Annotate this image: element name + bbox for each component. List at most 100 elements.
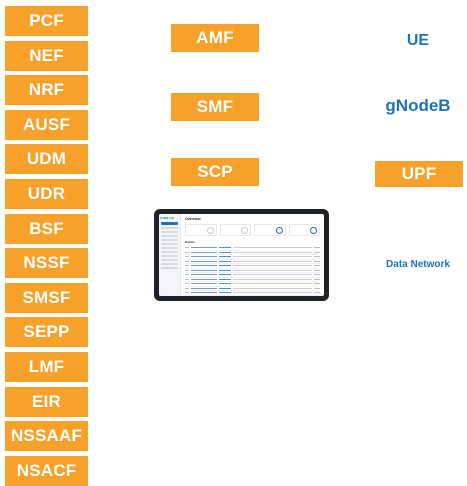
- table-cell: [219, 278, 231, 280]
- stat-card: [185, 224, 217, 236]
- table-cell: [191, 251, 217, 253]
- nf-smf: SMF: [171, 93, 259, 121]
- table-row: [185, 291, 320, 296]
- sidebar-item: [161, 239, 178, 241]
- table-cell: [185, 265, 189, 267]
- table-cell: [219, 256, 231, 258]
- dashboard-screen: C•RELLIG Overview Events: [159, 214, 324, 296]
- table-row: [185, 296, 320, 297]
- table-cell: [314, 265, 320, 267]
- table-cell: [219, 260, 231, 262]
- dashboard-device: C•RELLIG Overview Events: [154, 209, 329, 301]
- table-cell: [233, 287, 312, 289]
- table-cell: [233, 283, 312, 285]
- dashboard-events-title: Events: [185, 240, 195, 244]
- table-cell: [191, 260, 217, 262]
- nf-nsacf: NSACF: [5, 455, 88, 486]
- sidebar-item: [161, 227, 178, 229]
- sidebar-item: [161, 251, 178, 253]
- nf-eir: EIR: [5, 386, 88, 417]
- table-cell: [185, 278, 189, 280]
- nf-udm: UDM: [5, 144, 88, 175]
- events-table: [185, 246, 320, 296]
- table-row: [185, 269, 320, 273]
- table-cell: [185, 256, 189, 258]
- table-cell: [219, 247, 231, 249]
- nf-upf: UPF: [375, 161, 463, 187]
- dashboard-sidebar: C•RELLIG: [159, 214, 181, 296]
- stat-ring: [310, 227, 317, 234]
- table-cell: [185, 269, 189, 271]
- table-cell: [191, 274, 217, 276]
- stat-card: [288, 224, 320, 236]
- table-cell: [191, 283, 217, 285]
- table-cell: [185, 274, 189, 276]
- nf-scp: SCP: [171, 158, 259, 186]
- table-cell: [233, 269, 312, 271]
- nf-sepp: SEPP: [5, 317, 88, 348]
- sidebar-item: [161, 267, 178, 269]
- dashboard-logo: C•RELLIG: [160, 216, 175, 220]
- table-row: [185, 260, 320, 264]
- stat-card: [254, 224, 286, 236]
- nf-amf: AMF: [171, 24, 259, 52]
- table-row: [185, 264, 320, 269]
- ue-label: UE: [406, 32, 430, 49]
- table-cell: [314, 269, 320, 271]
- table-cell: [191, 287, 217, 289]
- table-cell: [185, 292, 189, 294]
- table-cell: [219, 251, 231, 253]
- table-row: [185, 282, 320, 287]
- table-cell: [233, 247, 312, 249]
- table-row: [185, 251, 320, 255]
- nf-lmf: LMF: [5, 352, 88, 382]
- table-cell: [191, 292, 217, 294]
- stat-ring: [241, 227, 248, 234]
- nf-udr: UDR: [5, 179, 88, 209]
- nf-bsf: BSF: [5, 213, 88, 244]
- table-row: [185, 246, 320, 251]
- table-cell: [191, 265, 217, 267]
- table-row: [185, 273, 320, 278]
- table-cell: [314, 251, 320, 253]
- table-cell: [191, 247, 217, 249]
- table-cell: [191, 256, 217, 258]
- table-cell: [314, 256, 320, 258]
- table-row: [185, 287, 320, 291]
- stat-card: [219, 224, 251, 236]
- table-cell: [219, 269, 231, 271]
- table-cell: [219, 292, 231, 294]
- table-cell: [233, 256, 312, 258]
- nf-ausf: AUSF: [5, 109, 88, 140]
- dashboard-overview-title: Overview: [185, 217, 201, 221]
- nf-nef: NEF: [5, 40, 88, 71]
- table-cell: [185, 260, 189, 262]
- table-cell: [185, 247, 189, 249]
- nf-nssf: NSSF: [5, 248, 88, 279]
- table-cell: [185, 251, 189, 253]
- table-cell: [233, 292, 312, 294]
- table-cell: [219, 283, 231, 285]
- table-cell: [314, 278, 320, 280]
- gnodeb-label: gNodeB: [385, 96, 451, 115]
- stat-ring: [206, 227, 214, 234]
- sidebar-item: [161, 259, 178, 261]
- table-cell: [219, 287, 231, 289]
- table-cell: [219, 265, 231, 267]
- table-cell: [314, 292, 320, 294]
- nf-nssaaf: NSSAAF: [5, 421, 88, 452]
- table-cell: [219, 274, 231, 276]
- table-cell: [233, 260, 312, 262]
- dashboard-cards: [185, 224, 320, 236]
- table-cell: [314, 247, 320, 249]
- dashboard-main: Overview Events: [181, 214, 324, 296]
- sidebar-item-active: [161, 222, 178, 225]
- sidebar-item: [161, 255, 178, 257]
- nf-nrf: NRF: [5, 75, 88, 106]
- stat-ring: [275, 227, 283, 234]
- data-network-label: Data Network: [386, 258, 450, 270]
- table-cell: [233, 278, 312, 280]
- table-cell: [185, 283, 189, 285]
- nf-smsf: SMSF: [5, 282, 88, 313]
- table-cell: [185, 287, 189, 289]
